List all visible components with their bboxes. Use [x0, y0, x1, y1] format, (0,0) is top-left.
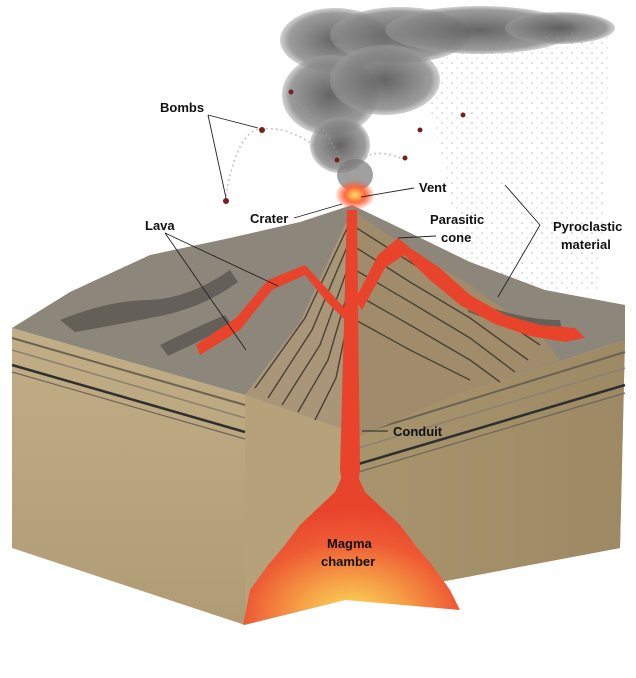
strata-right	[344, 351, 626, 477]
label-parasitic-cone-1: Parasitic	[430, 212, 484, 227]
label-magma-1: Magma	[327, 536, 373, 551]
cone-cross-section-left	[245, 210, 352, 440]
lava-flow-channels	[60, 270, 562, 356]
strata-left	[11, 337, 246, 440]
label-parasitic-cone-2: cone	[441, 230, 471, 245]
label-conduit: Conduit	[393, 424, 443, 439]
conduit	[340, 210, 360, 500]
pyroclastic-fallout	[420, 25, 610, 290]
label-crater: Crater	[250, 211, 288, 226]
label-magma-2: chamber	[321, 554, 375, 569]
label-vent: Vent	[419, 180, 447, 195]
label-pyroclastic-1: Pyroclastic	[553, 219, 622, 234]
cone-cross-section-right	[352, 210, 560, 440]
magma-chamber	[243, 470, 460, 625]
bomb-trails	[224, 94, 406, 201]
ground-front-face	[12, 328, 245, 625]
label-pyroclastic-2: material	[561, 237, 611, 252]
volcanic-bombs	[223, 89, 466, 204]
label-bombs: Bombs	[160, 100, 204, 115]
leader-lines	[164, 114, 541, 432]
label-lava: Lava	[145, 218, 175, 233]
ash-cloud	[280, 6, 615, 191]
